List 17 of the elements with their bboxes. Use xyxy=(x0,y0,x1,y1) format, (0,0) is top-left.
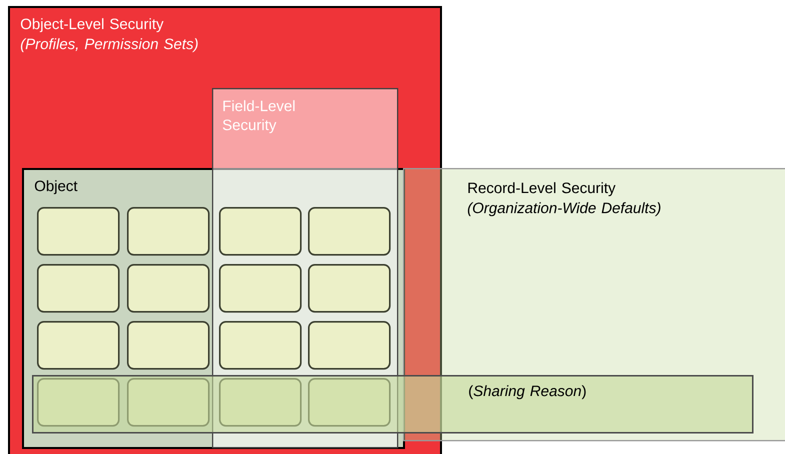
record-cell xyxy=(127,378,210,427)
record-cell xyxy=(127,264,210,313)
record-cell xyxy=(127,321,210,370)
record-cell xyxy=(308,207,391,256)
record-cell xyxy=(308,378,391,427)
record-cell xyxy=(37,264,120,313)
sharing-band: (Sharing Reason) xyxy=(32,375,754,434)
record-cell xyxy=(308,321,391,370)
record-cell xyxy=(219,207,302,256)
record-cell xyxy=(219,321,302,370)
record-cell xyxy=(37,321,120,370)
record-cell xyxy=(219,264,302,313)
record-cell xyxy=(219,378,302,427)
record-cell xyxy=(37,378,120,427)
record-cell xyxy=(127,207,210,256)
record-cell xyxy=(37,207,120,256)
record-cell xyxy=(308,264,391,313)
